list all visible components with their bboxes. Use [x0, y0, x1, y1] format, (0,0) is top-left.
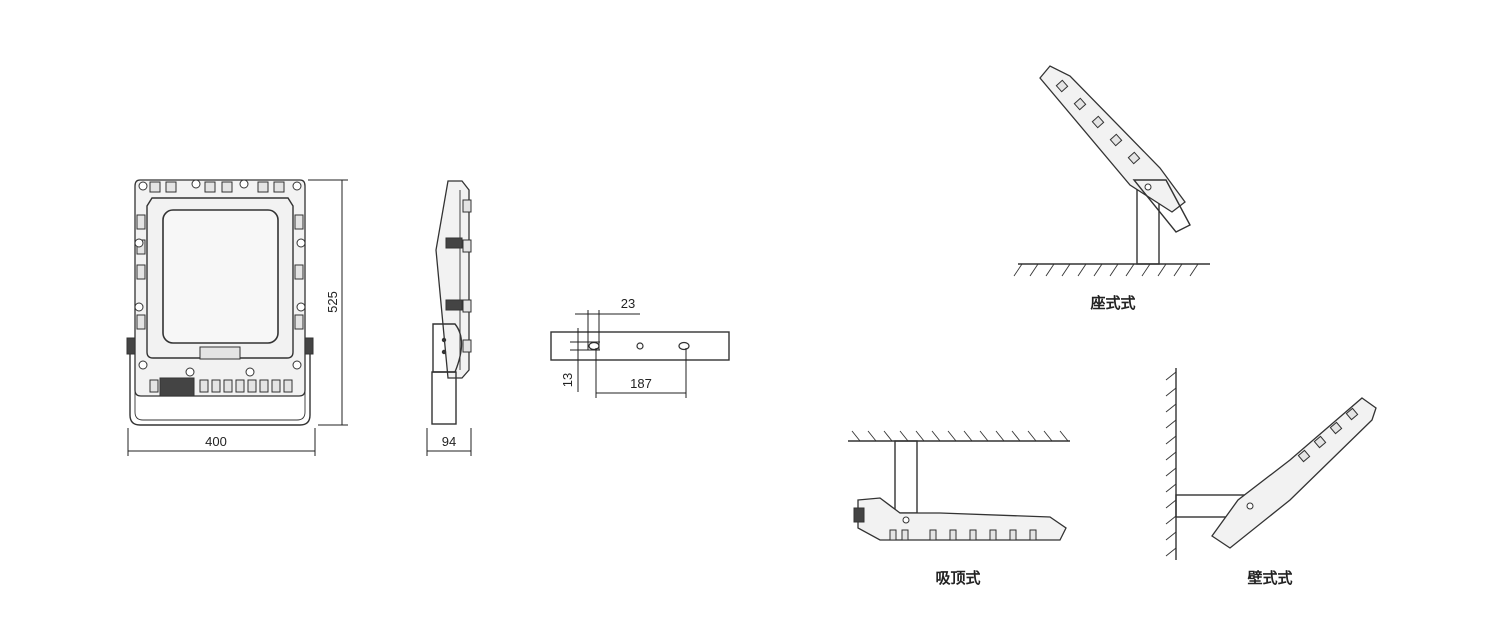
bracket-hole-right	[678, 341, 690, 351]
dim-front-width: 400	[205, 434, 227, 449]
front-yoke	[129, 345, 311, 426]
cable-gland	[159, 377, 195, 397]
dim-bracket-width: 13	[560, 373, 575, 387]
bracket-hole-left	[588, 341, 600, 351]
bracket-plate	[550, 331, 730, 361]
dim-hole-spacing: 187	[630, 376, 652, 391]
wall-housing	[1211, 397, 1377, 549]
wall-mount-view	[1165, 368, 1377, 560]
caption-seat-mount: 座式式	[1089, 294, 1135, 312]
front-lens	[162, 209, 279, 344]
front-dimensions: 400 525	[127, 179, 348, 456]
ceiling-post	[894, 440, 918, 514]
dim-front-height: 525	[325, 291, 340, 313]
front-view	[126, 179, 314, 426]
front-bolts	[134, 179, 306, 377]
side-dimensions: 94	[426, 428, 472, 456]
dim-side-depth: 94	[442, 434, 456, 449]
dim-hole-offset: 23	[621, 296, 635, 311]
bracket-hole-center	[636, 342, 644, 350]
front-top-fins	[149, 181, 285, 193]
caption-ceiling-mount: 吸顶式	[935, 569, 980, 587]
caption-wall-mount: 壁式式	[1247, 569, 1292, 587]
side-view	[431, 180, 472, 425]
bracket-detail: 23 13 187	[550, 296, 730, 398]
seat-mount-view	[1013, 65, 1210, 277]
ceiling-mount-view	[848, 430, 1070, 541]
side-housing	[435, 180, 470, 379]
side-arm	[431, 371, 457, 425]
